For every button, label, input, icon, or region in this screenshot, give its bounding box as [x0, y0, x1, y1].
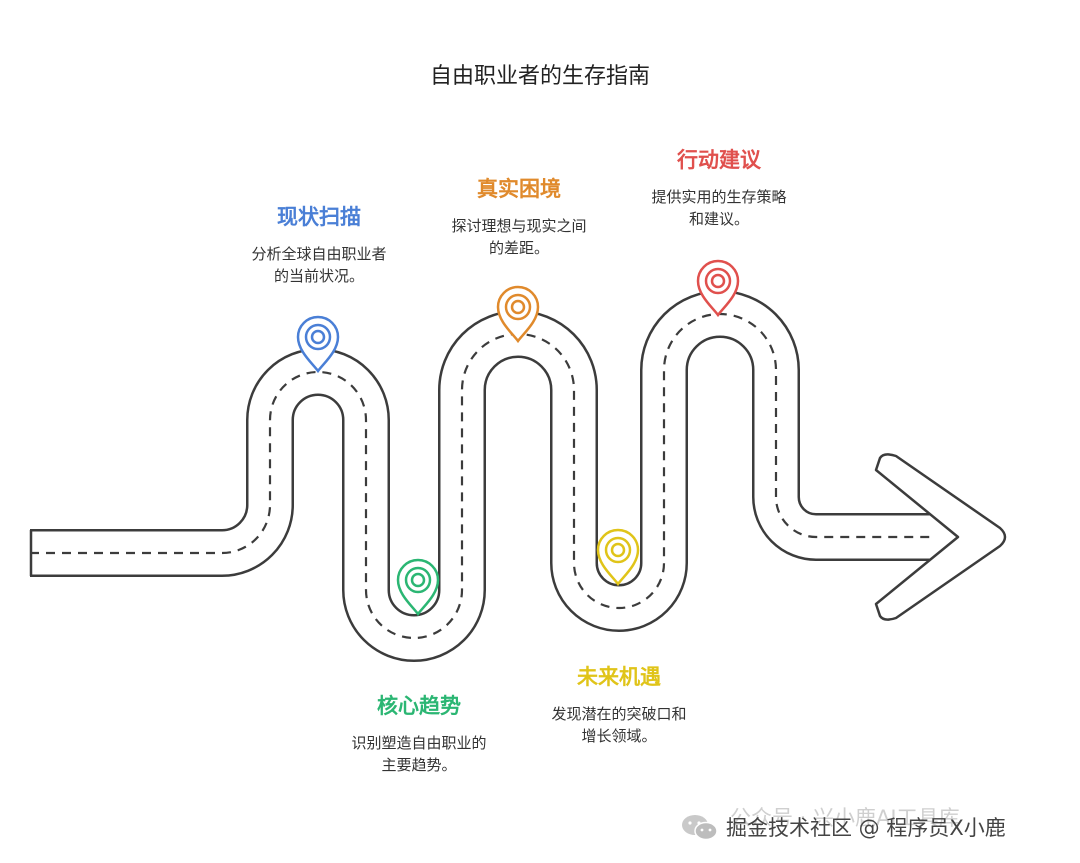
step-5-heading: 行动建议	[677, 148, 761, 172]
road-surface	[30, 292, 950, 660]
step-1-description: 分析全球自由职业者 的当前状况。	[251, 245, 387, 285]
step-1-heading: 现状扫描	[277, 205, 361, 229]
step-4-description: 发现潜在的突破口和 增长领域。	[551, 705, 687, 745]
road-arrow-head	[874, 453, 1007, 621]
step-3-label: 真实困境 探讨理想与现实之间 的差距。	[414, 173, 624, 259]
step-5-label: 行动建议 提供实用的生存策略 和建议。	[614, 144, 824, 230]
step-2-heading: 核心趋势	[377, 694, 461, 718]
diagram-title: 自由职业者的生存指南	[429, 64, 650, 89]
map-pin-icon	[296, 315, 340, 374]
step-2-description: 识别塑造自由职业的 主要趋势。	[351, 734, 487, 774]
step-1-label: 现状扫描 分析全球自由职业者 的当前状况。	[214, 201, 424, 287]
watermark: 掘金技术社区 @ 程序员X小鹿	[680, 812, 1006, 842]
step-4-heading: 未来机遇	[577, 665, 661, 689]
map-pin-icon	[496, 285, 540, 344]
step-3-heading: 真实困境	[477, 177, 561, 201]
step-3-description: 探讨理想与现实之间 的差距。	[451, 217, 587, 257]
wechat-icon	[680, 812, 720, 842]
map-pin-icon	[396, 558, 440, 617]
step-2-label: 核心趋势 识别塑造自由职业的 主要趋势。	[314, 690, 524, 776]
step-5-description: 提供实用的生存策略 和建议。	[651, 188, 787, 228]
step-4-label: 未来机遇 发现潜在的突破口和 增长领域。	[514, 661, 724, 747]
watermark-faint: 公众号 · 兴小鹿AI工具库	[730, 806, 960, 830]
map-pin-icon	[696, 259, 740, 318]
map-pin-icon	[596, 528, 640, 587]
